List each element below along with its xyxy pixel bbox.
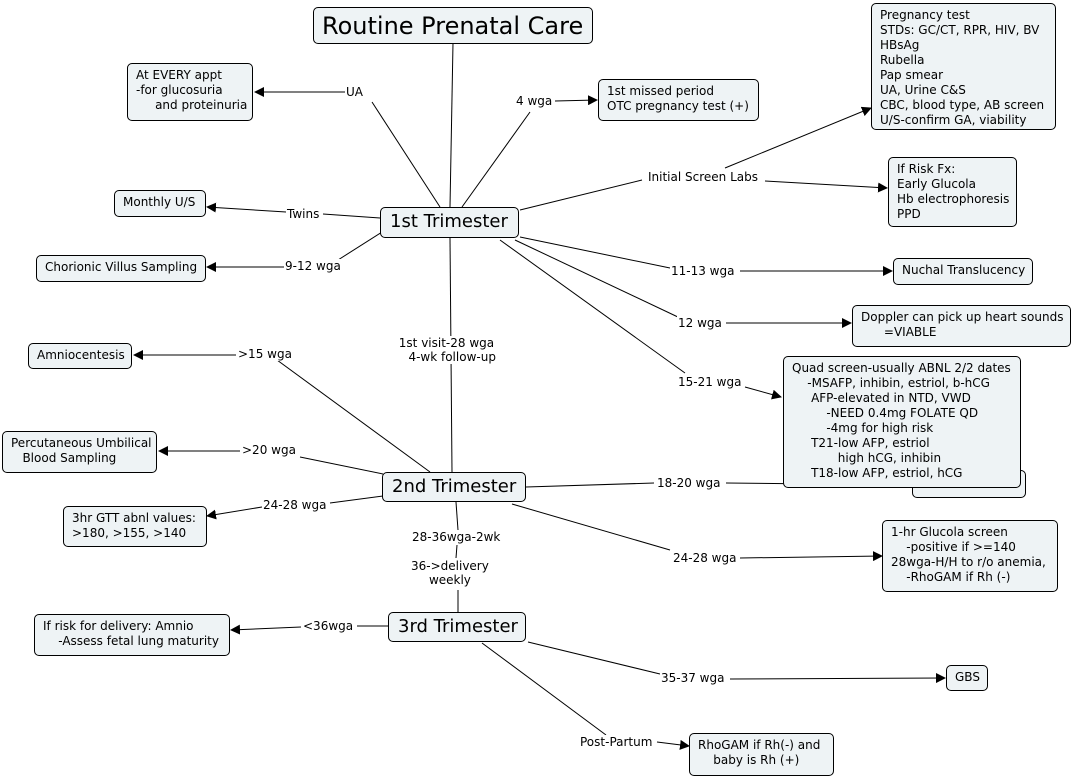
post-partum-label: Post-Partum: [579, 735, 654, 749]
third-trimester-hub: 3rd Trimester: [388, 612, 526, 642]
first-visit-label: 1st visit-28 wga 4-wk follow-up: [396, 336, 497, 364]
pubs-box: Percutaneous Umbilical Blood Sampling: [2, 431, 157, 473]
connector-line: [514, 239, 681, 319]
twins-label: Twins: [286, 207, 321, 221]
amniocentesis-box: Amniocentesis: [28, 343, 132, 369]
wga-35-37-label: 35-37 wga: [660, 671, 726, 685]
ua-label: UA: [345, 85, 364, 99]
glucola-box: 1-hr Glucola screen -positive if >=140 2…: [882, 520, 1058, 592]
connector-line: [764, 180, 888, 193]
connector-line: [511, 503, 671, 551]
wga-12-label: 12 wga: [677, 316, 723, 330]
connector-line: [455, 544, 458, 559]
connector-line: [554, 95, 598, 106]
connector-line: [519, 179, 643, 211]
gbs-box: GBS: [946, 665, 988, 691]
delivery-weekly-label: 36->delivery weekly: [410, 559, 490, 587]
gtt-values-box: 3hr GTT abnl values: >180, >155, >140: [63, 506, 207, 547]
connector-line: [519, 236, 671, 269]
wga-4-label: 4 wga: [515, 94, 554, 108]
quad-screen-box: Quad screen-usually ABNL 2/2 dates -MSAF…: [783, 356, 1021, 488]
connector-line: [337, 231, 383, 261]
wga-36-label: <36wga: [302, 619, 355, 633]
connector-line: [527, 641, 661, 675]
connector-line: [729, 673, 946, 684]
wga-28-36-label: 28-36wga-2wk: [411, 530, 502, 544]
wga-24-28-gtt-label: 24-28 wga: [262, 498, 328, 512]
connector-line: [744, 386, 782, 400]
connector-line: [481, 642, 607, 736]
connector-line: [461, 111, 531, 208]
initial-labs-box: Pregnancy test STDs: GC/CT, RPR, HIV, BV…: [871, 3, 1056, 130]
connector-line: [322, 213, 381, 219]
doppler-box: Doppler can pick up heart sounds =VIABLE: [852, 305, 1071, 347]
wga-11-13-label: 11-13 wga: [670, 264, 736, 278]
connector-line: [739, 551, 883, 562]
risk-factors-box: If Risk Fx: Early Glucola Hb electrophor…: [888, 157, 1017, 227]
missed-period-box: 1st missed period OTC pregnancy test (+): [598, 79, 759, 121]
second-trimester-hub: 2nd Trimester: [382, 472, 526, 502]
wga-15-21-label: 15-21 wga: [677, 375, 743, 389]
ua-note-box: At EVERY appt -for glucosuria and protei…: [127, 63, 253, 121]
rhogam-box: RhoGAM if Rh(-) and baby is Rh (+): [689, 733, 834, 776]
wga-24-28-glucola-label: 24-28 wga: [672, 551, 738, 565]
connector-line: [455, 501, 459, 531]
connector-line: [230, 624, 302, 635]
connector-line: [299, 456, 384, 475]
initial-labs-label: Initial Screen Labs: [647, 170, 759, 184]
wga-9-12-label: 9-12 wga: [284, 259, 342, 273]
connector-line: [724, 106, 872, 169]
nuchal-translucency-box: Nuchal Translucency: [893, 258, 1033, 285]
connector-line: [449, 42, 454, 208]
connector-line: [371, 101, 441, 208]
monthly-us-box: Monthly U/S: [114, 190, 206, 217]
connector-line: [499, 239, 686, 374]
connector-line: [525, 482, 655, 488]
connector-line: [206, 506, 263, 520]
wga-15-label: >15 wga: [237, 347, 293, 361]
wga-20-label: >20 wga: [241, 443, 297, 457]
wga-18-20-label: 18-20 wga: [656, 476, 722, 490]
lung-maturity-box: If risk for delivery: Amnio -Assess feta…: [34, 614, 230, 656]
connector-line: [206, 202, 287, 213]
connector-line: [329, 495, 384, 504]
connector-line: [656, 739, 690, 750]
first-trimester-hub: 1st Trimester: [380, 207, 519, 238]
cvs-box: Chorionic Villus Sampling: [36, 255, 206, 282]
connector-line: [276, 359, 431, 473]
diagram-title: Routine Prenatal Care: [313, 7, 593, 44]
